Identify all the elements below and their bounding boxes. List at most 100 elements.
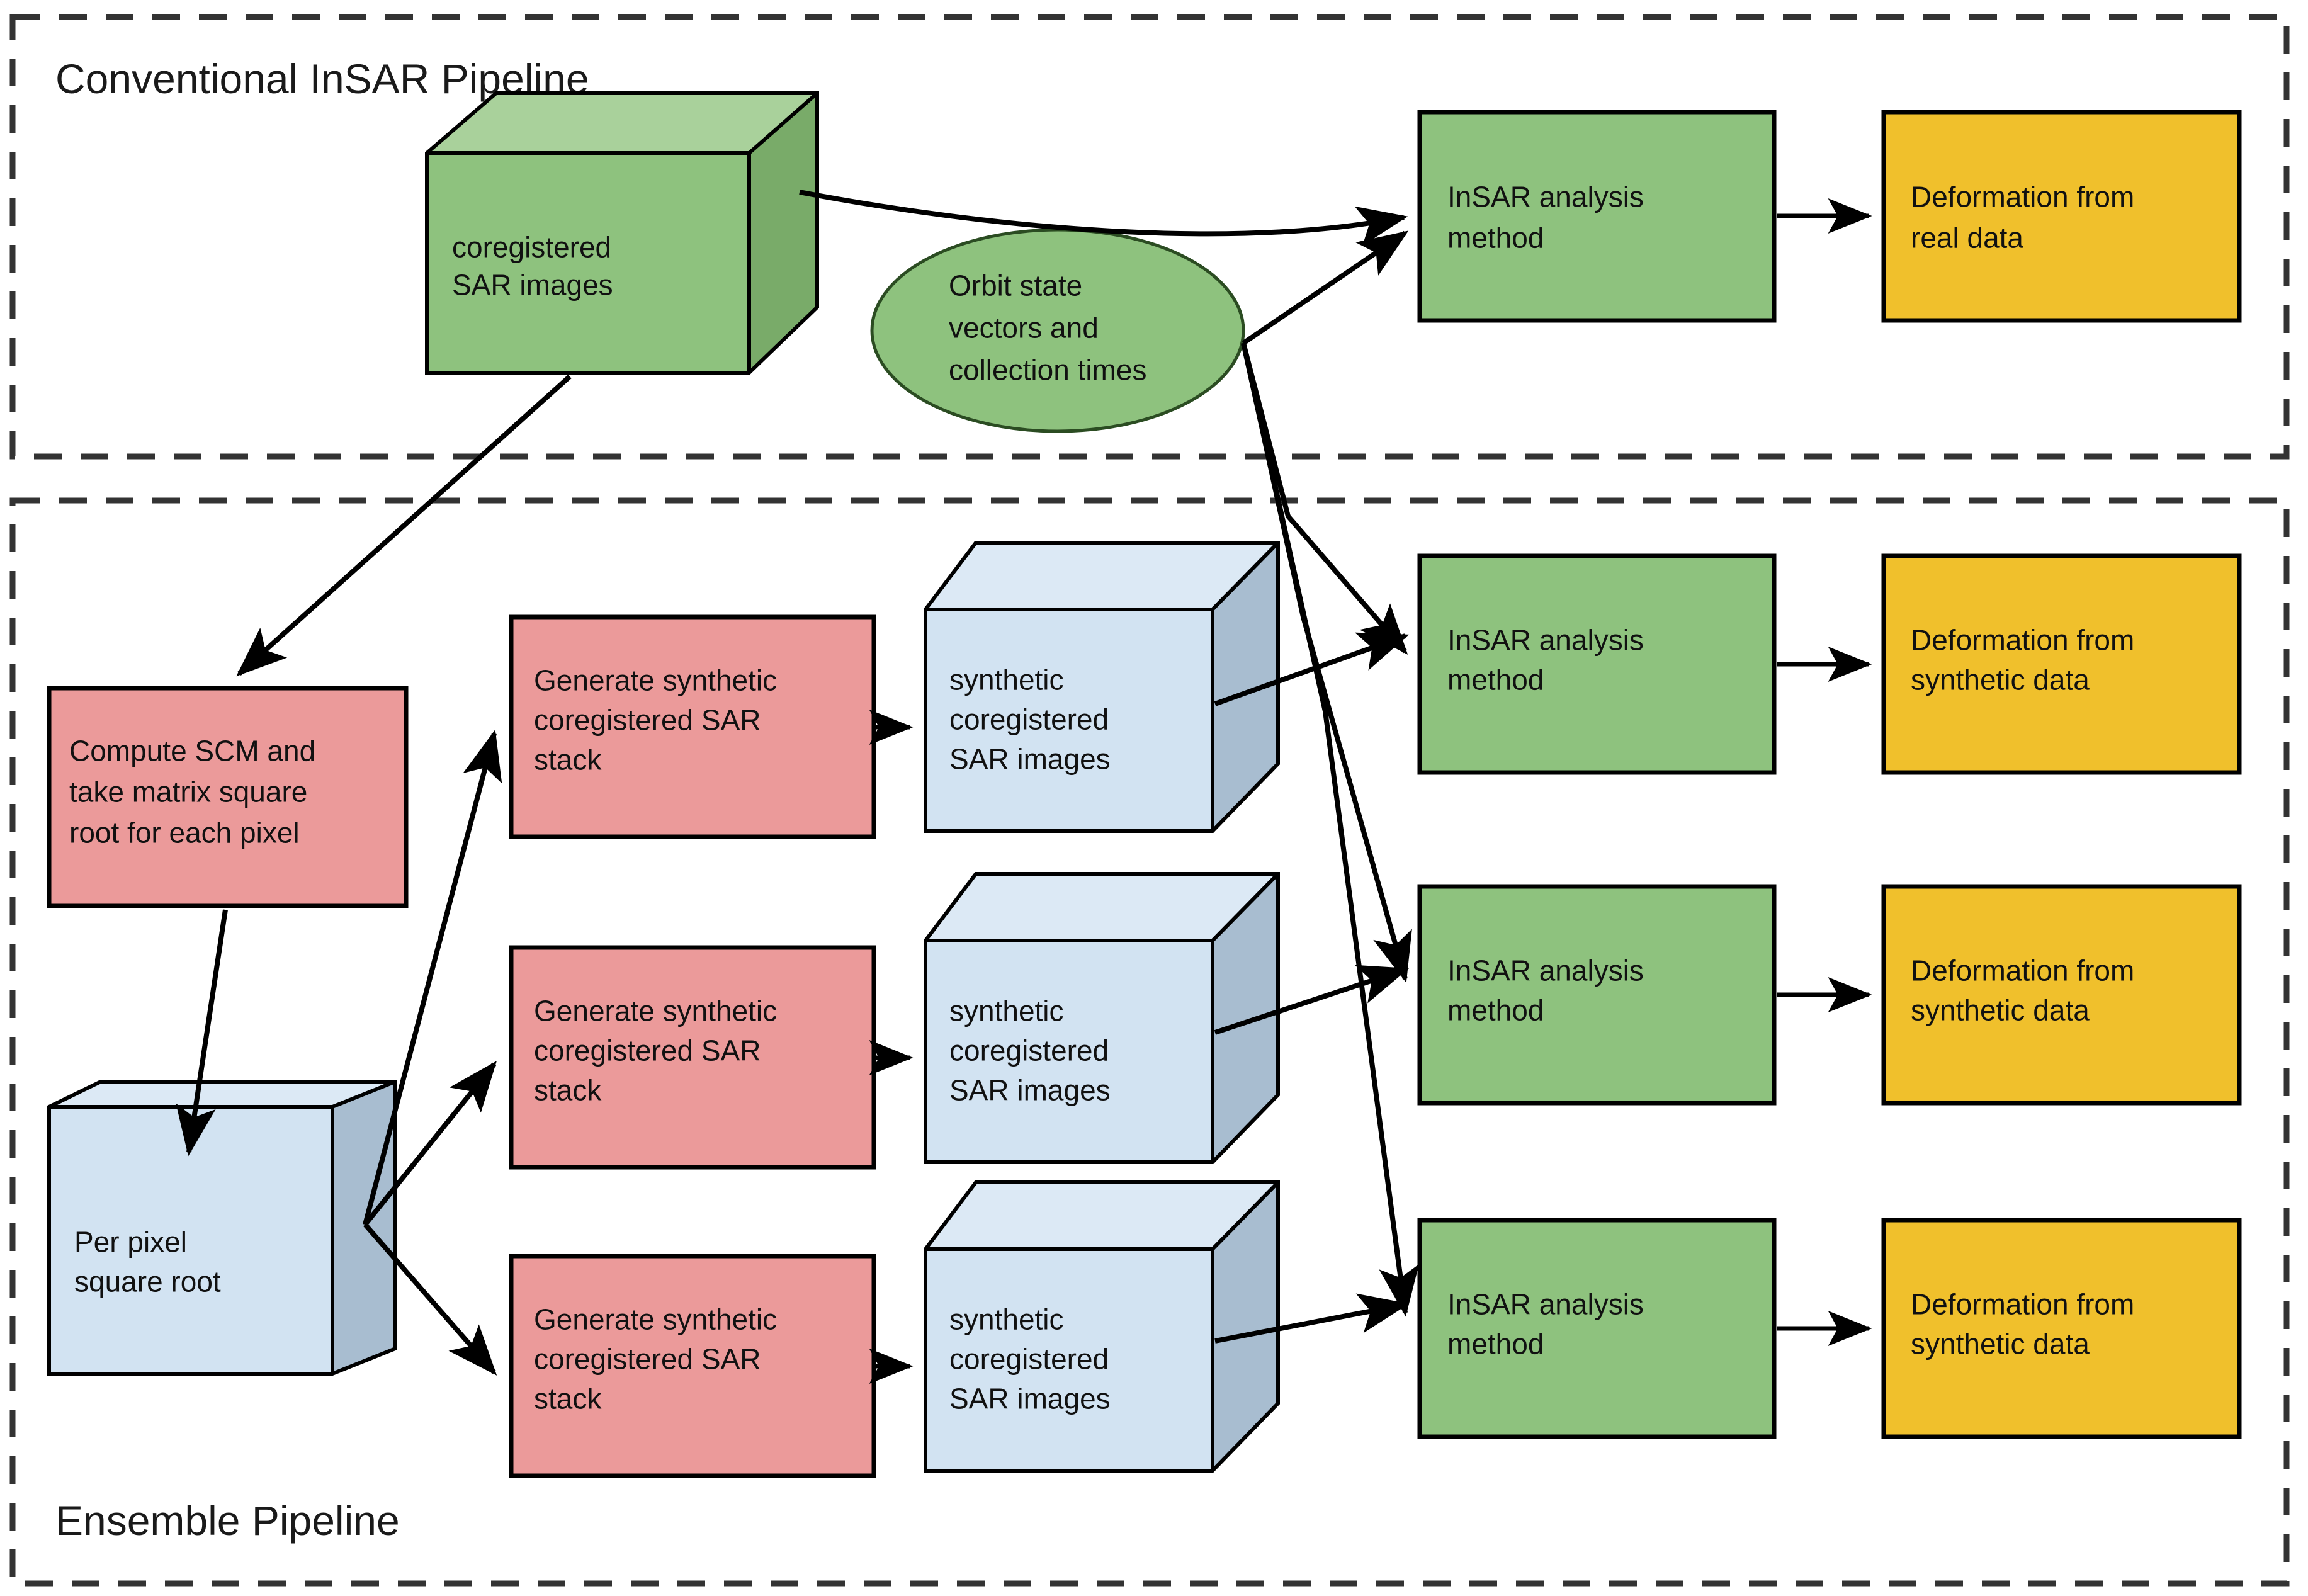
box-label-line2: method [1447,222,1544,254]
panel-conventional-border [9,14,2290,460]
box-label-line1: Deformation from [1911,1288,2134,1321]
box-generate-synthetic-stack-2[interactable]: Generate synthetic coregistered SAR stac… [509,945,876,1170]
box-label-line2: synthetic data [1911,1328,2090,1361]
box-rect [509,945,876,1170]
box-rect [509,614,876,839]
box-label-line1: Deformation from [1911,954,2134,987]
box-rect [1881,1218,2242,1439]
box-insar-analysis-method-conventional[interactable]: InSAR analysis method [1417,110,1777,323]
cube-label-line3: SAR images [949,1074,1111,1107]
cube-top-face [427,93,817,153]
cube-top-face [925,1182,1278,1249]
cube-side-face [749,93,817,373]
connector-scm-to-sqrt-cube [176,909,228,1157]
cube-label-line2: square root [74,1265,221,1298]
connector-cube-to-analysis [799,190,1408,246]
box-label-line1: Compute SCM and [69,735,315,767]
cube-corner-edge [1211,872,1280,942]
cube-outline [47,1080,397,1376]
cube-label-line3: SAR images [949,743,1111,776]
box-rect [47,686,409,908]
cube-label-line2: coregistered [949,703,1109,736]
box-insar-analysis-method-2[interactable]: InSAR analysis method [1417,884,1777,1106]
cube-label-line2: coregistered [949,1343,1109,1376]
cube-label-line1: synthetic [949,1303,1064,1336]
box-label-line2: coregistered SAR [534,1034,761,1067]
connector-cube-to-scm [236,375,572,677]
cube-coregistered-sar-images[interactable]: coregistered SAR images [425,91,819,375]
box-rect [1417,553,1777,775]
branch-2: Generate synthetic coregistered SAR stac… [509,872,2242,1170]
cube-synthetic-sar-images-1[interactable]: synthetic coregistered SAR images [924,541,1280,833]
box-generate-synthetic-stack-3[interactable]: Generate synthetic coregistered SAR stac… [509,1254,876,1478]
cube-corner-edge [1211,1180,1280,1251]
box-deformation-synthetic-data-3[interactable]: Deformation from synthetic data [1881,1218,2242,1439]
box-insar-analysis-method-1[interactable]: InSAR analysis method [1417,553,1777,775]
connector-sqrt-to-generate-3 [363,1223,497,1376]
box-label-line2: method [1447,664,1544,696]
box-rect [1881,884,2242,1106]
box-label-line3: root for each pixel [69,817,300,849]
ellipse-label-line1: Orbit state [949,269,1082,302]
box-rect [1881,110,2242,323]
connector-sqrt-to-generate-1 [363,729,502,1226]
box-label-line2: synthetic data [1911,994,2090,1027]
box-label-line2: coregistered SAR [534,704,761,737]
cube-label-line1: synthetic [949,664,1064,696]
box-label-line2: method [1447,1328,1544,1361]
box-label-line2: synthetic data [1911,664,2090,696]
box-generate-synthetic-stack-1[interactable]: Generate synthetic coregistered SAR stac… [509,614,876,839]
box-label-line1: Generate synthetic [534,1303,777,1336]
cube-top-face [925,543,1278,609]
box-rect [1881,553,2242,775]
box-deformation-synthetic-data-1[interactable]: Deformation from synthetic data [1881,553,2242,775]
box-label-line1: Generate synthetic [534,664,777,697]
cube-outline [425,91,819,375]
box-insar-analysis-method-3[interactable]: InSAR analysis method [1417,1218,1777,1439]
cube-label-line2: coregistered [949,1034,1109,1067]
cube-label-line1: synthetic [949,995,1064,1027]
branch-1: Generate synthetic coregistered SAR stac… [509,541,2242,839]
box-label-line3: stack [534,1383,602,1415]
box-label-line1: Deformation from [1911,181,2134,213]
connector-orbit-to-analysis-conventional [1242,230,1409,346]
box-label-line1: InSAR analysis [1447,624,1644,657]
cube-corner-edge [1211,541,1280,611]
cube-side-face [332,1082,395,1374]
box-rect [1417,884,1777,1106]
box-label-line2: real data [1911,222,2023,254]
box-label-line1: InSAR analysis [1447,181,1644,213]
box-label-line3: stack [534,744,602,776]
cube-front-face [925,941,1213,1162]
cube-label-line3: SAR images [949,1383,1111,1415]
cube-top-face [925,874,1278,941]
ellipse-orbit-state-vectors[interactable]: Orbit state vectors and collection times [870,228,1245,433]
connector-sqrt-to-generate-2 [363,1061,497,1226]
panel-ensemble: Ensemble Pipeline [9,497,2290,1587]
cube-label-line1: coregistered [452,231,611,264]
cube-outline [924,541,1280,833]
cube-outline [924,1180,1280,1473]
connectors [176,190,1872,1384]
cube-label-line2: SAR images [452,269,613,302]
cube-corner-edge [748,91,818,155]
cube-label-line1: Per pixel [74,1226,187,1259]
cube-top-face [49,1082,395,1107]
cube-synthetic-sar-images-3[interactable]: synthetic coregistered SAR images [924,1180,1280,1473]
box-label-line2: coregistered SAR [534,1343,761,1376]
box-compute-scm[interactable]: Compute SCM and take matrix square root … [47,686,409,908]
box-label-line1: Generate synthetic [534,995,777,1027]
ellipse-label-line2: vectors and [949,312,1099,344]
cube-synthetic-sar-images-2[interactable]: synthetic coregistered SAR images [924,872,1280,1164]
box-deformation-synthetic-data-2[interactable]: Deformation from synthetic data [1881,884,2242,1106]
connector-cube-to-analysis-1 [1214,632,1410,706]
box-deformation-real-data[interactable]: Deformation from real data [1881,110,2242,323]
panel-ensemble-border [9,497,2290,1587]
box-rect [509,1254,876,1478]
connector-orbit-to-analysis-3 [1241,342,1420,1317]
ellipse-label-line3: collection times [949,354,1146,387]
cube-per-pixel-square-root[interactable]: Per pixel square root [47,1080,397,1376]
box-label-line2: method [1447,994,1544,1027]
